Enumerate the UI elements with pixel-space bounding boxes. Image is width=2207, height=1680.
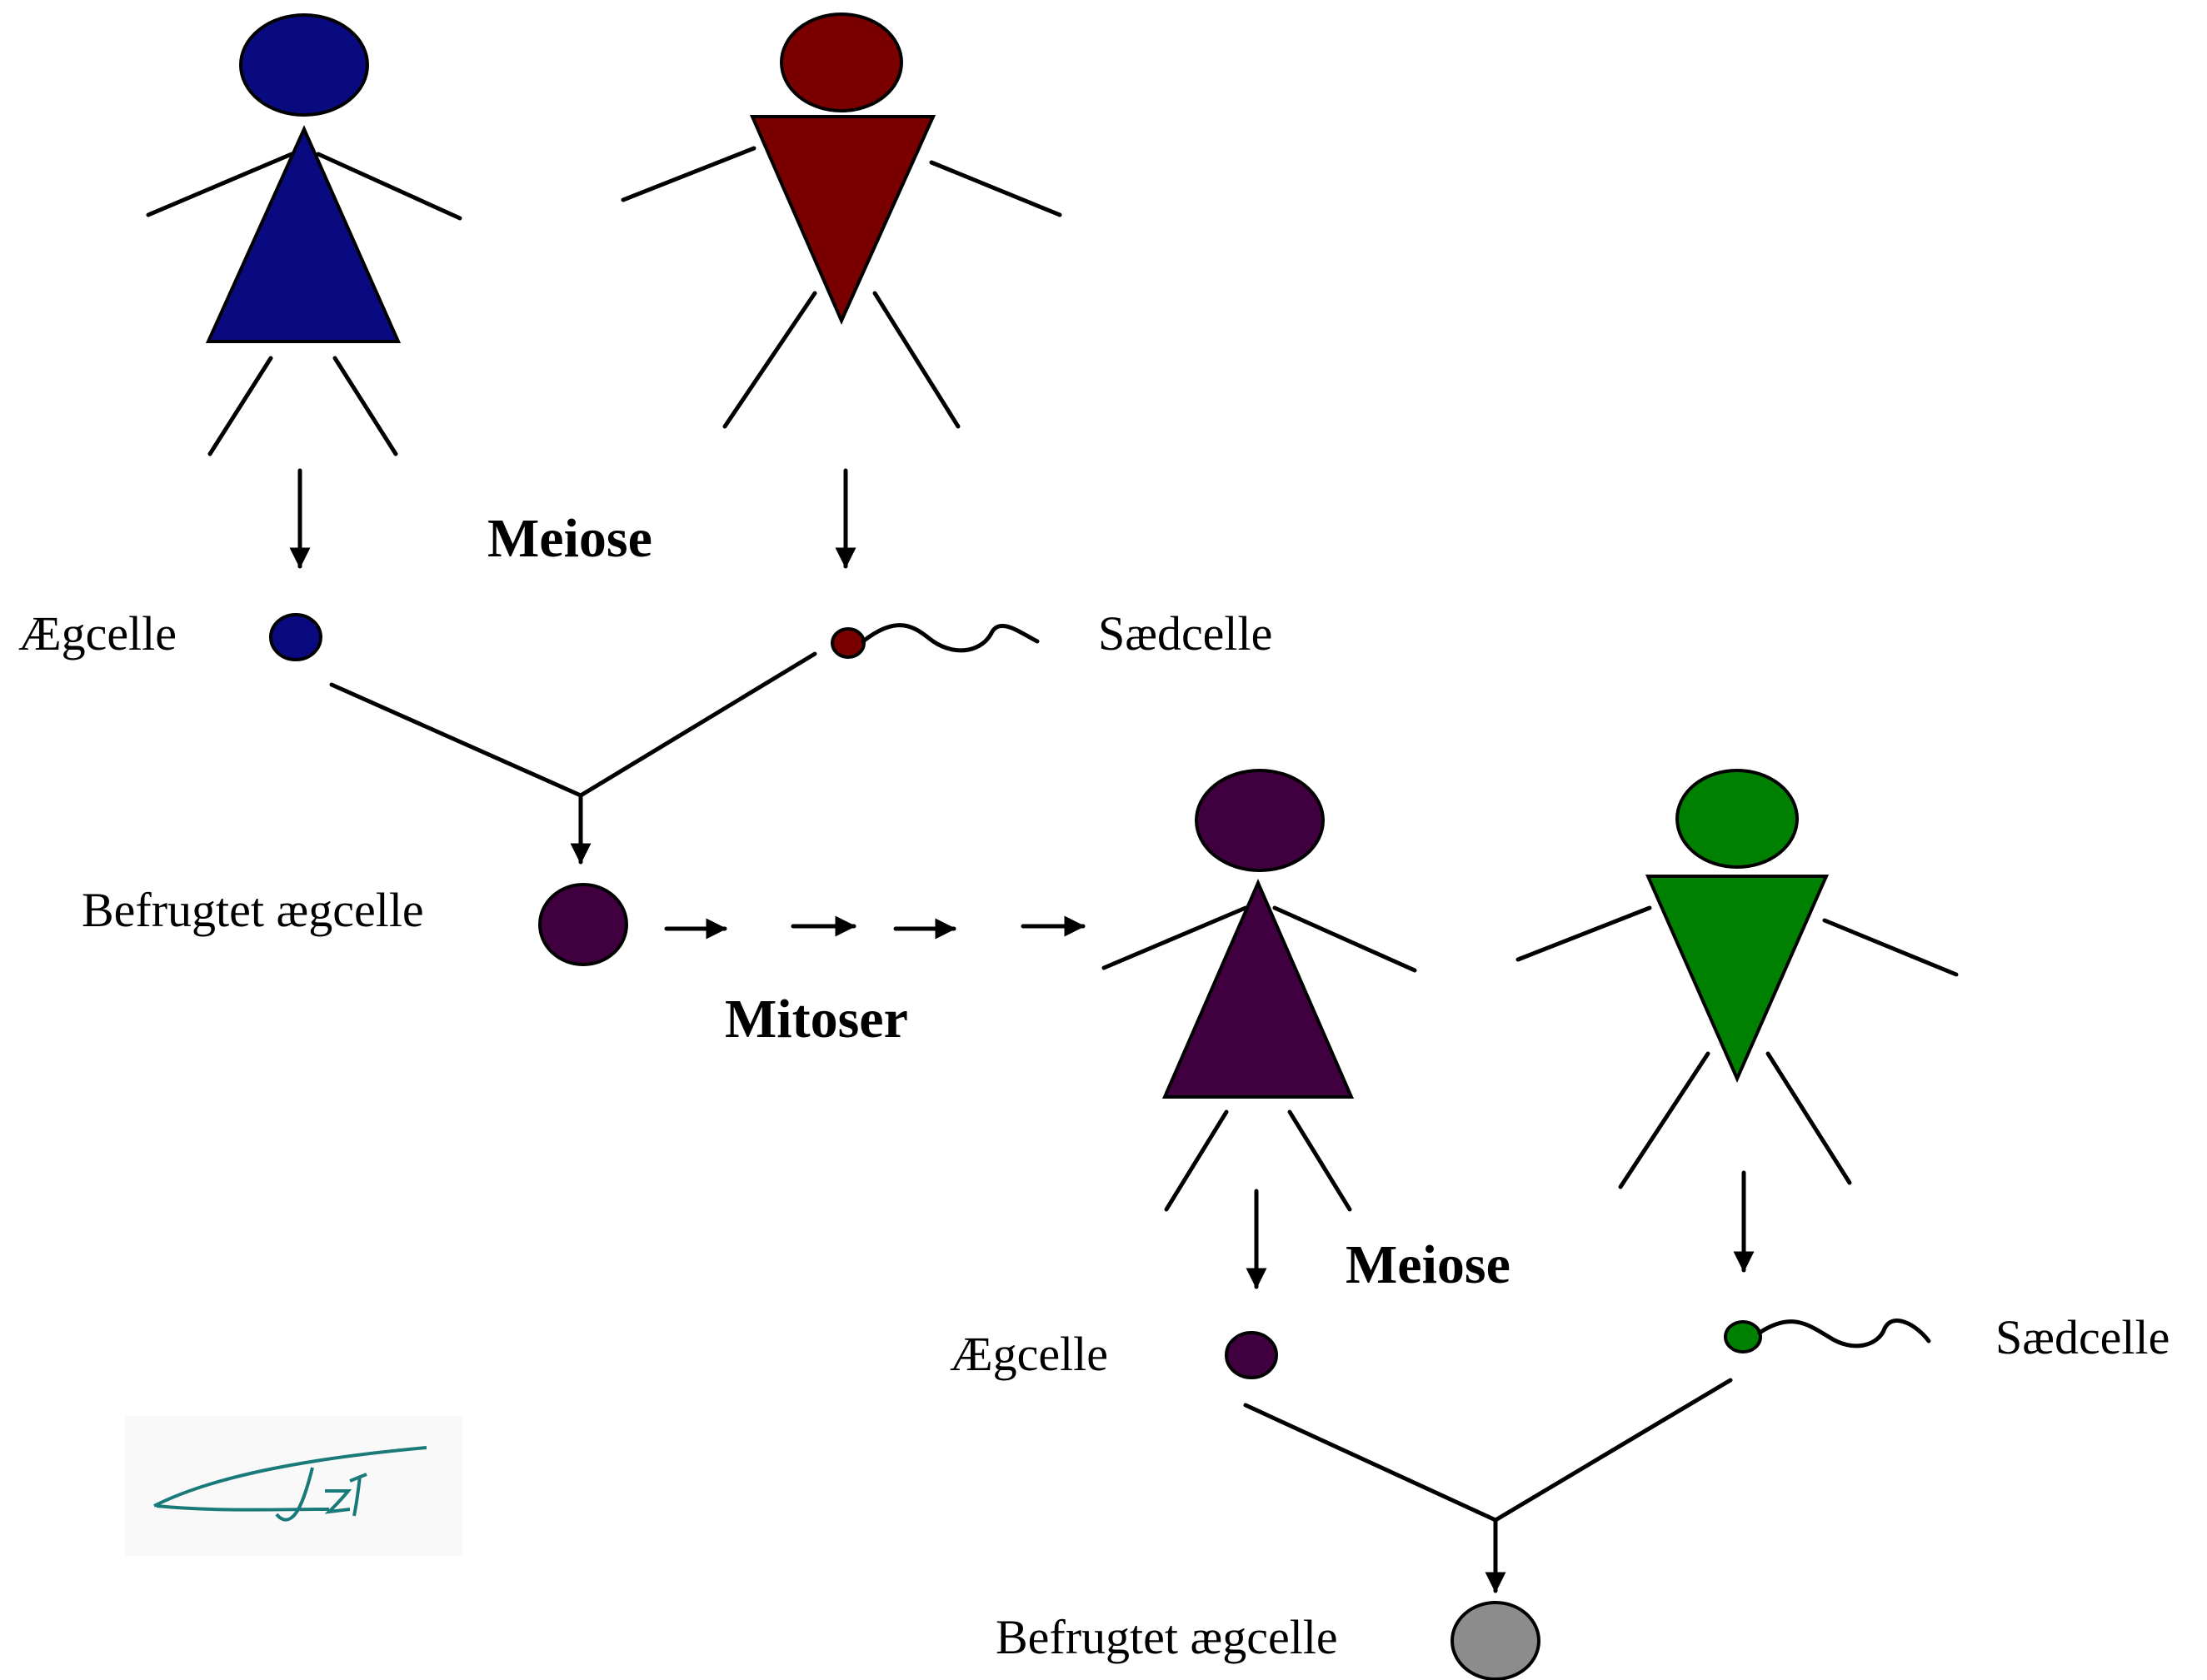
sperm-tail-bottom [1757, 1319, 1931, 1348]
fertilization-line-sperm-top [578, 651, 817, 798]
fertilization-line-egg-top [329, 682, 583, 798]
sperm-label-top: Sædcelle [1098, 606, 1272, 661]
mother-left-leg [207, 356, 273, 456]
child-male-figure [1515, 769, 1959, 1189]
sperm-tail-top [861, 623, 1040, 653]
father-head [780, 12, 903, 112]
child-female-right-leg [1287, 1109, 1352, 1212]
mother-left-arm [146, 152, 294, 217]
egg-cell-top [269, 613, 322, 661]
signature-icon [125, 1416, 462, 1556]
mitoser-label: Mitoser [725, 989, 908, 1049]
father-male-figure [621, 12, 1062, 429]
father-left-arm [621, 146, 756, 202]
mother-body-triangle [205, 125, 402, 343]
mother-head [239, 13, 369, 117]
sperm-head-top [831, 627, 866, 659]
egg-label-bottom: Ægcelle [950, 1327, 1108, 1381]
meiose-label-bottom: Meiose [1346, 1234, 1510, 1295]
father-body-triangle [749, 115, 936, 325]
sperm-cell-bottom [1724, 1319, 1931, 1353]
child-female-head [1195, 769, 1325, 872]
mother-right-leg [332, 356, 398, 456]
zygote-label-top: Befrugtet ægcelle [82, 883, 424, 937]
child-male-body-triangle [1645, 875, 1830, 1083]
meiose-label-top: Meiose [487, 508, 652, 569]
father-left-leg [722, 291, 817, 429]
zygote-label-bottom: Befrugtet ægcelle [996, 1610, 1338, 1664]
child-male-head [1675, 769, 1799, 869]
sperm-head-bottom [1724, 1320, 1762, 1353]
sperm-cell-top [831, 623, 1040, 659]
mitosis-arrows [664, 915, 1086, 940]
child-female-right-arm [1272, 905, 1417, 973]
father-right-leg [872, 291, 961, 429]
child-male-right-arm [1822, 918, 1959, 977]
mother-right-arm [316, 152, 462, 221]
child-female-left-leg [1164, 1109, 1229, 1212]
child-female-body-triangle [1161, 878, 1355, 1099]
child-female-left-arm [1101, 905, 1248, 970]
father-right-arm [929, 160, 1062, 217]
zygote-cell-top [538, 883, 628, 966]
fertilization-line-sperm-bottom [1493, 1378, 1733, 1523]
egg-label-top: Ægcelle [18, 606, 177, 661]
child-female-figure [1101, 769, 1417, 1212]
child-male-right-leg [1765, 1051, 1852, 1185]
sperm-label-bottom: Sædcelle [1995, 1310, 2170, 1364]
child-male-left-arm [1515, 905, 1652, 962]
child-male-left-leg [1618, 1051, 1710, 1189]
fertilization-line-egg-bottom [1243, 1403, 1498, 1523]
zygote-cell-bottom [1451, 1601, 1540, 1680]
egg-cell-bottom [1225, 1331, 1278, 1379]
mother-female-figure [146, 13, 462, 456]
